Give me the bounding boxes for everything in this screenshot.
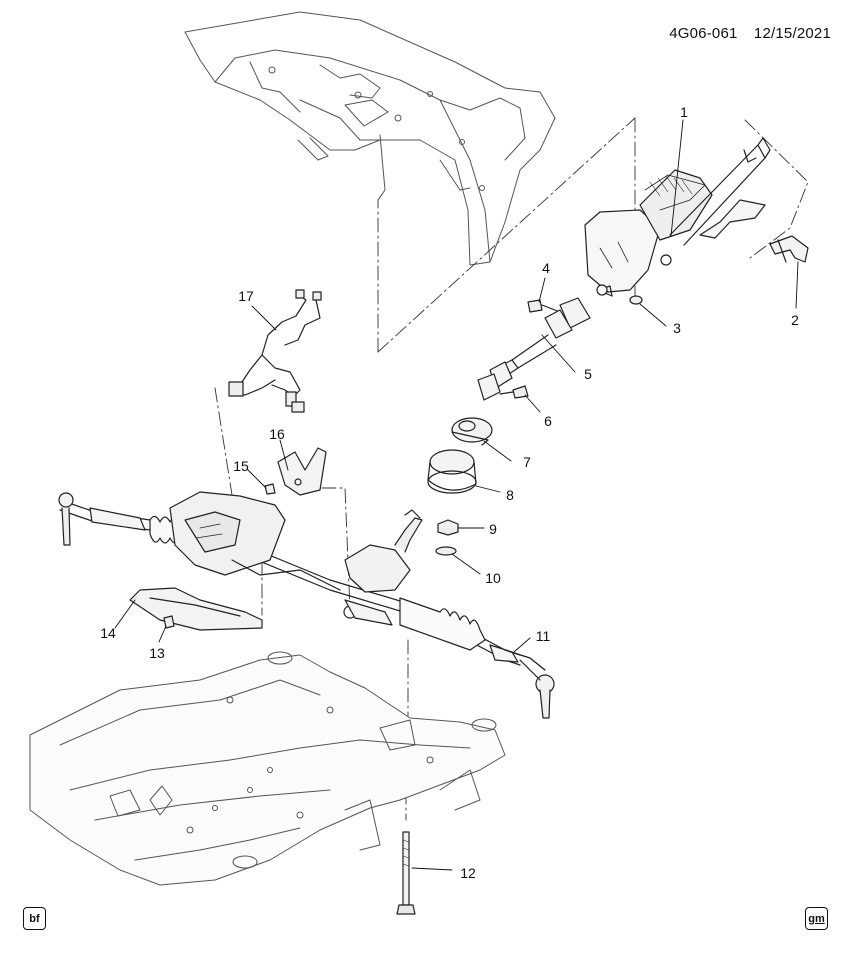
bf-badge: bf	[23, 907, 46, 930]
gm-logo-badge: gm	[805, 907, 828, 930]
callout-6: 6	[544, 413, 552, 429]
clip-part-2	[769, 235, 809, 263]
callout-11: 11	[535, 628, 551, 644]
bolt-part-6	[499, 385, 529, 399]
callout-1: 1	[680, 104, 688, 120]
front-subframe	[29, 651, 506, 886]
boot-part-8	[427, 449, 477, 494]
wiring-harness-part-17	[228, 289, 322, 413]
callout-8: 8	[506, 487, 514, 503]
bolt-part-4	[527, 299, 561, 313]
bolt-part-12	[396, 831, 416, 915]
dash-support-structure	[184, 11, 556, 266]
callout-3: 3	[673, 320, 681, 336]
steering-column	[584, 137, 771, 297]
seal-plate-part-7	[451, 417, 493, 446]
bolt-part-13	[163, 615, 175, 629]
tie-rod-part-11	[504, 649, 546, 671]
callout-2: 2	[791, 312, 799, 328]
callout-13: 13	[149, 645, 165, 661]
diagram-date: 12/15/2021	[753, 25, 831, 42]
gm-logo-text: gm	[808, 913, 825, 925]
leader-lines	[114, 119, 799, 871]
callout-5: 5	[584, 366, 592, 382]
washer-part-10	[435, 546, 457, 556]
heat-shield-part-14	[129, 587, 263, 631]
nut-part-3	[629, 295, 643, 305]
nut-part-9	[437, 519, 459, 536]
callout-14: 14	[100, 625, 116, 641]
callout-16: 16	[269, 426, 285, 442]
steering-gear-rack	[58, 491, 555, 719]
bracket-part-16	[277, 447, 327, 496]
callout-9: 9	[489, 521, 497, 537]
callout-4: 4	[542, 260, 550, 276]
callout-15: 15	[233, 458, 249, 474]
callout-12: 12	[460, 865, 476, 881]
intermediate-shaft	[477, 297, 591, 401]
diagram-header: 4G06-061 12/15/2021	[669, 25, 831, 42]
callout-7: 7	[523, 454, 531, 470]
diagram-code: 4G06-061	[669, 25, 738, 42]
callout-17: 17	[238, 288, 254, 304]
callout-10: 10	[485, 570, 501, 586]
bolt-part-15	[264, 483, 276, 495]
